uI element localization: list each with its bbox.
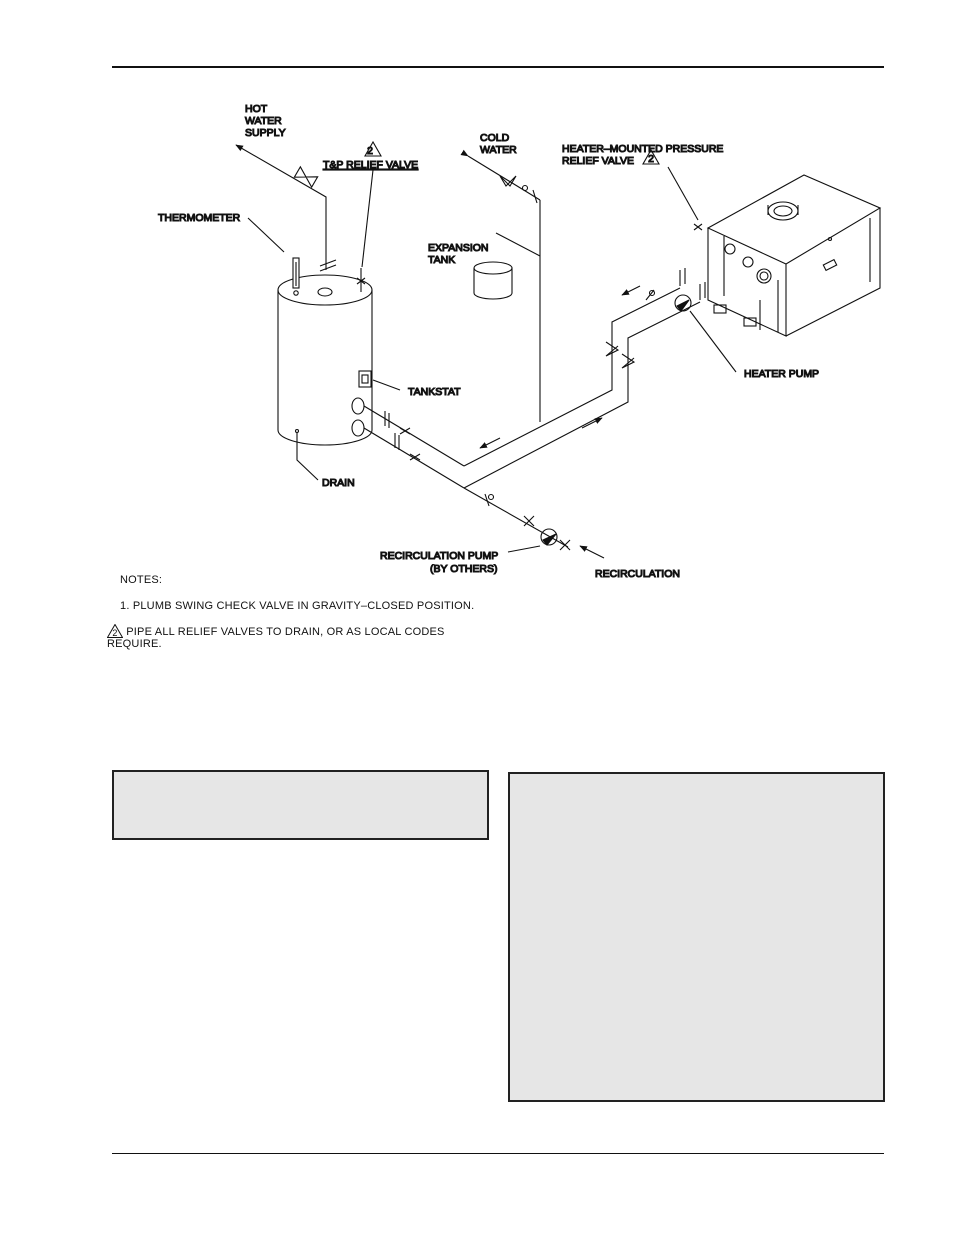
label-water: WATER: [245, 115, 282, 127]
note-triangle-icon: 2: [107, 624, 123, 638]
heater-relief-valve-icon: [667, 166, 703, 231]
label-recirculation: RECIRCULATION: [595, 568, 680, 580]
hot-water-supply-line: [235, 144, 337, 272]
label-thermometer: THERMOMETER: [158, 212, 241, 224]
note-2: 2 PIPE ALL RELIEF VALVES TO DRAIN, OR AS…: [107, 624, 445, 638]
cold-water-line: [460, 149, 541, 422]
label-expansion: EXPANSION: [428, 242, 489, 254]
label-recirculation-pump: RECIRCULATION PUMP: [380, 550, 498, 562]
label-tank: TANK: [428, 254, 455, 266]
label-hot: HOT: [245, 103, 268, 115]
svg-text:2: 2: [112, 628, 117, 638]
label-cold: COLD: [480, 132, 510, 144]
label-drain: DRAIN: [322, 477, 355, 489]
heater-unit: [706, 174, 882, 337]
note-2-line-2: REQUIRE.: [107, 638, 162, 650]
note-2-line-1: PIPE ALL RELIEF VALVES TO DRAIN, OR AS L…: [126, 626, 445, 638]
heater-piping: [463, 268, 706, 489]
tank-outlets: [351, 397, 465, 489]
recirculation-line: [463, 487, 605, 559]
label-heater-pump: HEATER PUMP: [744, 368, 819, 380]
tankstat-icon: [358, 370, 401, 391]
header-rule: [112, 66, 884, 68]
right-panel: [508, 772, 885, 1102]
expansion-tank: [473, 261, 513, 300]
note-marker-tp: 2: [367, 145, 373, 157]
thermometer-icon: [247, 217, 300, 296]
label-relief-valve: RELIEF VALVE: [562, 155, 634, 167]
note-marker-heater: 2: [648, 153, 654, 165]
notes-heading: NOTES:: [120, 574, 163, 586]
label-by-others: (BY OTHERS): [430, 563, 497, 575]
label-cold-water: WATER: [480, 144, 517, 156]
left-panel: [112, 770, 489, 840]
label-tp-relief-valve: T&P RELIEF VALVE: [323, 159, 418, 171]
drain-leader: [296, 432, 319, 481]
piping-diagram: HOT WATER SUPPLY 2 T&P RELIEF VALVE COLD…: [157, 102, 882, 581]
label-heater-mounted: HEATER–MOUNTED PRESSURE: [562, 143, 723, 155]
note-1: 1. PLUMB SWING CHECK VALVE IN GRAVITY–CL…: [120, 600, 475, 612]
tp-relief-valve-icon: [356, 169, 374, 292]
footer-rule: [112, 1153, 884, 1154]
label-tankstat: TANKSTAT: [408, 386, 461, 398]
label-supply: SUPPLY: [245, 127, 286, 139]
heater-pump-icon: [674, 294, 737, 373]
note-triangle-icon: [364, 140, 660, 165]
